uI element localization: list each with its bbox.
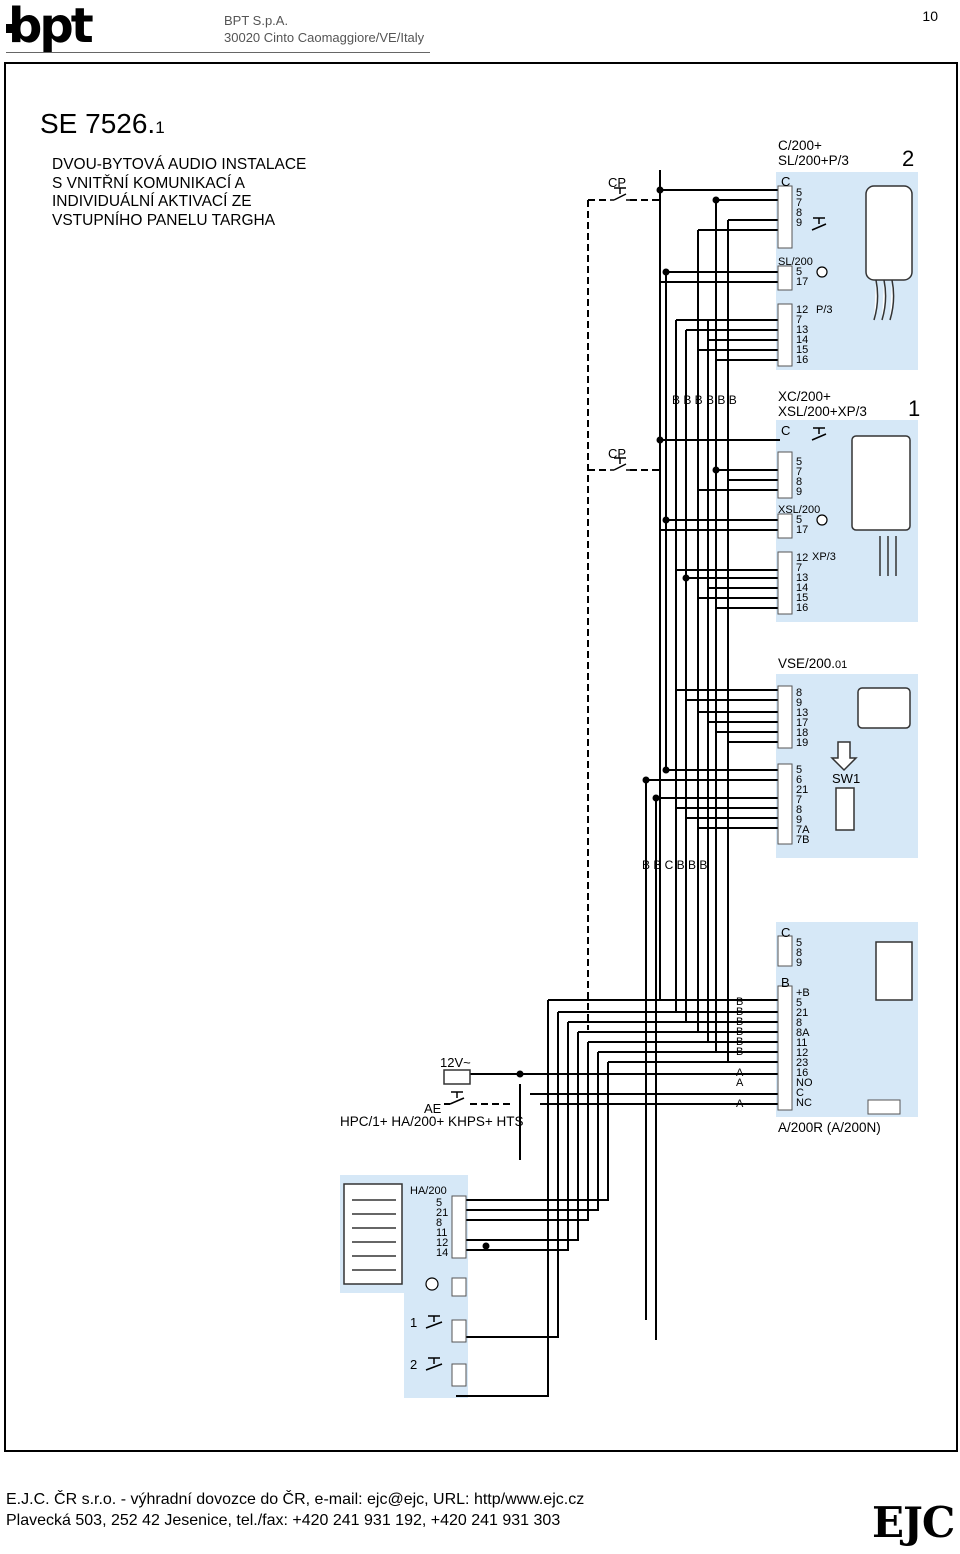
power-label: 12V~	[440, 1055, 471, 1070]
footer-line-2: Plavecká 503, 252 42 Jesenice, tel./fax:…	[6, 1512, 561, 1529]
unit1-model-line2: XSL/200+XP/3	[778, 404, 867, 419]
vse-sw-label: SW1	[832, 771, 861, 786]
supply-b-left-labels: B B B B B B	[736, 996, 744, 1058]
description-line: VSTUPNÍHO PANELU TARGHA	[52, 211, 276, 229]
panel-button-1-label: 1	[410, 1315, 418, 1330]
description-line: S VNITŘNÍ KOMUNIKACÍ A	[52, 174, 245, 192]
diagram-frame	[4, 62, 958, 1452]
unit2-c-label: C	[781, 174, 791, 189]
vse-device	[830, 687, 911, 831]
entrance-panel-device	[343, 1069, 471, 1285]
unit1-number: 1	[908, 396, 921, 421]
supply-model: A/200R (A/200N)	[778, 1120, 881, 1135]
terminal-blocks	[451, 185, 901, 1387]
company-address: 30020 Cinto Caomaggiore/VE/Italy	[224, 30, 425, 45]
supply-b-label: B	[781, 975, 790, 990]
unit1-c-terminals: 5 7 8 9	[796, 456, 803, 498]
panel-button-2-label: 2	[410, 1357, 418, 1372]
vse-model-main: VSE/200.	[778, 656, 836, 671]
vse-terminals-b: 5 6 21 7 8 9 7A 7B	[796, 764, 810, 846]
diagram-code-suffix: 1	[155, 118, 165, 137]
cp-label-unit2: CP	[608, 175, 627, 190]
header-divider	[6, 52, 430, 53]
bpt-logo: bpt	[8, 0, 94, 54]
supply-a-label3: A	[736, 1098, 744, 1110]
logo-mark-bar	[6, 24, 20, 33]
supply-c-label: C	[781, 925, 791, 940]
ae-label: AE	[424, 1101, 442, 1116]
company-info: BPT S.p.A. 30020 Cinto Caomaggiore/VE/It…	[224, 12, 424, 46]
wire-junctions	[482, 186, 720, 1250]
push-buttons	[425, 187, 827, 1371]
unit1-xp-terminals: 12 7 13 14 15 16	[796, 552, 809, 614]
footer-line-1: E.J.C. ČR s.r.o. - výhradní dovozce do Č…	[6, 1491, 585, 1508]
handset-unit1	[851, 435, 911, 576]
unit2-number: 2	[902, 146, 915, 171]
panel-ha-label: HA/200	[410, 1185, 447, 1197]
unit1-xsl-terminals: 5 17	[796, 514, 809, 536]
handset-unit2	[865, 185, 913, 321]
lamp-icons	[425, 266, 828, 1291]
unit2-sl-label: SL/200	[778, 256, 813, 268]
bus-labels-top: B B B B B B	[672, 393, 737, 407]
vse-terminals-a: 8 9 13 17 18 19	[796, 687, 809, 749]
description-line: DVOU-BYTOVÁ AUDIO INSTALACE	[52, 156, 307, 173]
vse-model: VSE/200.01	[778, 656, 847, 673]
cp-label-unit1: CP	[608, 446, 627, 461]
unit1-model-line1: XC/200+	[778, 389, 831, 404]
unit2-model-line2: SL/200+P/3	[778, 153, 849, 168]
power-supply-device	[875, 941, 913, 1001]
unit2-p-label: P/3	[816, 304, 833, 316]
panel-model-lines: HPC/1+ HA/200+ KHPS+ HTS	[340, 1114, 524, 1129]
page-number: 10	[922, 8, 938, 24]
description-line: INDIVIDUÁLNÍ AKTIVACÍ ZE	[52, 193, 252, 210]
unit1-xp-label: XP/3	[812, 551, 836, 563]
unit2-sl-terminals: 5 17	[796, 266, 809, 288]
unit1-xsl-label: XSL/200	[778, 504, 821, 516]
unit2-c-terminals: 5 7 8 9	[796, 187, 803, 229]
ejc-logo: EJC	[872, 1498, 955, 1547]
unit1-c-label: C	[781, 423, 791, 438]
supply-c-terminals: 5 8 9	[796, 937, 803, 969]
bus-labels-mid: B B C B B B	[642, 858, 708, 872]
company-name: BPT S.p.A.	[224, 13, 289, 28]
unit2-model-line1: C/200+	[778, 138, 822, 153]
diagram-code-main: SE 7526.	[40, 108, 156, 139]
panel-ha-terminals: 5 21 8 11 12 14	[436, 1197, 449, 1259]
diagram-description: DVOU-BYTOVÁ AUDIO INSTALACE S VNITŘNÍ KO…	[52, 156, 352, 230]
wiring-bus	[456, 170, 780, 1397]
supply-terminals: +B 5 21 8 8A 11 12 23 16 NO C NC	[796, 987, 813, 1109]
supply-a-labels: A A	[736, 1067, 744, 1089]
unit2-p-terminals: 12 7 13 14 15 16	[796, 304, 809, 366]
diagram-code: SE 7526.1	[40, 108, 165, 140]
vse-model-suffix: 01	[835, 659, 848, 671]
control-line	[444, 199, 660, 1105]
